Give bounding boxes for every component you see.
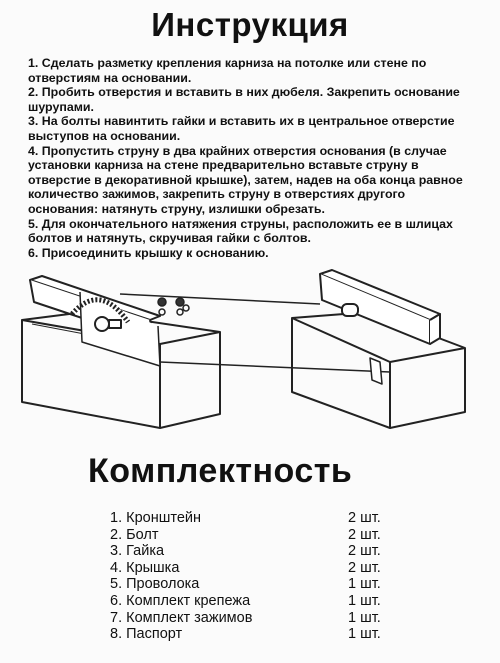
- kit-item-name: 1. Кронштейн: [110, 510, 201, 526]
- kit-item-qty: 2 шт.: [348, 559, 381, 576]
- step-3: 3. На болты навинтить гайки и вставить и…: [28, 114, 455, 143]
- step-1: 1. Сделать разметку крепления карниза на…: [28, 56, 427, 85]
- kit-item-qty: 2 шт.: [348, 526, 381, 543]
- kit-item-name: 6. Комплект крепежа: [110, 592, 251, 609]
- kit-item: 6. Комплект крепежа 1 шт.: [110, 593, 410, 610]
- kit-item: 3. Гайка 2 шт.: [110, 543, 410, 560]
- kit-item-qty: 2 шт.: [348, 510, 381, 526]
- kit-item: 5. Проволока 1 шт.: [110, 576, 410, 593]
- mounting-diagram: [21, 269, 466, 429]
- clamp-icons: [157, 297, 190, 316]
- kit-item-name: 5. Проволока: [110, 576, 200, 593]
- kit-item-name: 3. Гайка: [110, 543, 165, 560]
- kit-item: 2. Болт 2 шт.: [110, 527, 410, 544]
- kit-item-name: 4. Крышка: [110, 559, 180, 576]
- left-bracket: [29, 275, 161, 367]
- kit-item-name: 2. Болт: [110, 526, 159, 543]
- kit-item-qty: 1 шт.: [348, 592, 381, 609]
- instruction-steps: 1. Сделать разметку крепления карниза на…: [28, 56, 478, 260]
- kit-item: 8. Паспорт 1 шт.: [110, 626, 410, 643]
- kit-item-qty: 1 шт.: [348, 626, 381, 643]
- kit-item: 7. Комплект зажимов 1 шт.: [110, 610, 410, 627]
- step-6: 6. Присоединить крышку к основанию.: [28, 245, 269, 260]
- step-5: 5. Для окончательного натяжения струны, …: [28, 216, 453, 246]
- kit-item-qty: 1 шт.: [348, 576, 381, 593]
- right-bracket: [319, 269, 441, 385]
- kit-item-qty: 1 шт.: [348, 609, 381, 626]
- kit-item-qty: 2 шт.: [348, 543, 381, 560]
- kit-item-name: 8. Паспорт: [110, 626, 183, 643]
- kit-title: Комплектность: [88, 452, 353, 490]
- kit-item-name: 7. Комплект зажимов: [110, 609, 253, 626]
- kit-item: 4. Крышка 2 шт.: [110, 560, 410, 577]
- step-4: 4. Пропустить струну в два крайних отвер…: [28, 143, 463, 216]
- wire: [119, 293, 391, 373]
- instruction-title: Инструкция: [151, 6, 349, 43]
- kit-item: 1. Кронштейн 2 шт.: [110, 510, 410, 527]
- step-2: 2. Пробить отверстия и вставить в них дю…: [28, 85, 460, 114]
